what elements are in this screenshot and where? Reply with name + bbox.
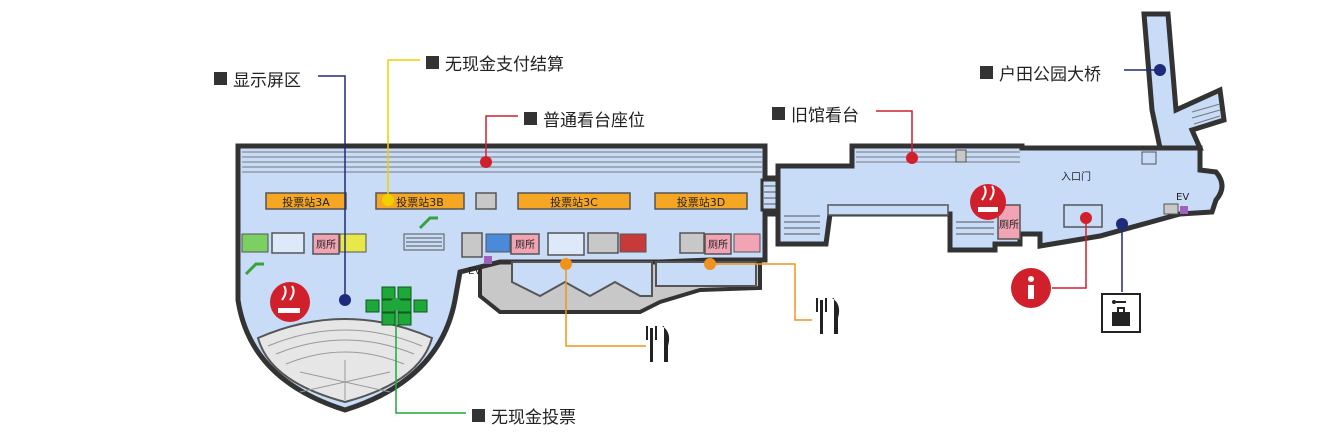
svg-text:投票站3B: 投票站3B (396, 195, 444, 209)
corridor-strip (827, 204, 949, 216)
machine-pink (733, 233, 761, 253)
callout-text: 显示屏区 (233, 71, 301, 91)
counter-block (271, 232, 305, 254)
bridge-stripes (1191, 103, 1221, 125)
info-leader (1052, 218, 1087, 289)
escalator-icon (403, 216, 445, 251)
booth-3c: 投票站3C (517, 192, 631, 210)
callout-cashless-voting: 无现金投票 (472, 403, 576, 428)
booth-3d: 投票站3D (654, 192, 748, 210)
ev-label: EV (1176, 192, 1189, 203)
restaurant-leader-2 (710, 263, 812, 321)
restaurant-leader-1 (565, 264, 646, 347)
bullet-square-icon (426, 56, 439, 69)
escalator-icon (244, 262, 264, 276)
machine-yellow (339, 233, 367, 253)
entrance-label: 入口门 (1061, 170, 1091, 183)
svg-text:投票站3D: 投票站3D (677, 195, 725, 209)
svg-text:投票站3C: 投票站3C (550, 195, 598, 209)
callout-regular-seats: 普通看台座位 (524, 106, 645, 131)
ev-marker (484, 256, 492, 264)
old-stand-leader (876, 110, 913, 158)
toilet-room (510, 233, 540, 255)
display-area-dot (339, 294, 351, 306)
ev-marker (1180, 206, 1188, 214)
toilet-label: 厕所 (999, 219, 1019, 231)
counter-block (461, 232, 483, 258)
toilet-label: 厕所 (708, 239, 728, 251)
regular-seats-leader (485, 115, 518, 162)
seating-stripes (242, 151, 762, 173)
callout-text: 普通看台座位 (543, 111, 645, 131)
restaurant-icon (646, 326, 670, 362)
callout-cashless-payment: 无现金支付结算 (426, 50, 564, 75)
display-area-leader (318, 75, 346, 300)
machine-green (241, 233, 269, 253)
counter-block (587, 232, 619, 254)
toilet-label: 厕所 (316, 239, 336, 251)
stand-block (955, 149, 967, 163)
old-stand-dot (906, 152, 918, 164)
ev-label: EV (468, 266, 481, 277)
coin-locker-icon (1101, 293, 1141, 333)
callout-display-area: 显示屏区 (214, 66, 301, 91)
restaurant-area-1 (511, 261, 653, 298)
callout-toda-bridge: 户田公园大桥 (980, 60, 1101, 85)
callout-old-stand: 旧馆看台 (772, 101, 859, 126)
callout-text: 无现金支付结算 (445, 55, 564, 75)
cashless-payment-dot (382, 194, 394, 206)
svg-text:投票站3A: 投票站3A (282, 195, 330, 209)
old-stand-stripes (856, 151, 1020, 163)
restaurant-dot-2 (704, 258, 716, 270)
callout-text: 无现金投票 (491, 408, 576, 428)
info-dot (1080, 212, 1092, 224)
regular-seats-dot (480, 156, 492, 168)
toilet-room (997, 204, 1021, 240)
counter-block (547, 232, 585, 256)
restaurant-icon (816, 298, 840, 334)
bullet-square-icon (980, 66, 993, 79)
room-block (1141, 151, 1157, 165)
counter-block (475, 192, 497, 210)
cashless-payment-leader (387, 59, 420, 200)
connector-steps (764, 185, 776, 205)
callout-text: 旧馆看台 (791, 106, 859, 126)
machine-blue (485, 233, 511, 253)
bullet-square-icon (772, 107, 785, 120)
information-icon (1011, 268, 1051, 308)
bullet-square-icon (472, 409, 485, 422)
old-hall-stairs (784, 215, 994, 235)
smoking-area-icon (270, 282, 310, 322)
bullet-square-icon (214, 72, 227, 85)
bridge-dot (1154, 64, 1166, 76)
booth-3a: 投票站3A (265, 192, 347, 210)
cashless-voting-dot (390, 298, 402, 310)
locker-dot (1116, 218, 1128, 230)
toilet-room (312, 233, 340, 255)
counter-block (1163, 203, 1179, 215)
toilet-room (704, 233, 732, 255)
counter-block (679, 232, 705, 254)
toilet-label: 厕所 (515, 239, 535, 251)
toda-bridge-walkway (1141, 11, 1227, 151)
bullet-square-icon (524, 112, 537, 125)
machine-red (619, 233, 647, 253)
booth-3b: 投票站3B (375, 192, 465, 210)
smoking-area-icon (970, 184, 1006, 220)
cashless-voting-leader (395, 304, 466, 414)
callout-text: 户田公园大桥 (999, 65, 1101, 85)
bowl-lines (267, 329, 423, 400)
restaurant-dot-1 (560, 258, 572, 270)
